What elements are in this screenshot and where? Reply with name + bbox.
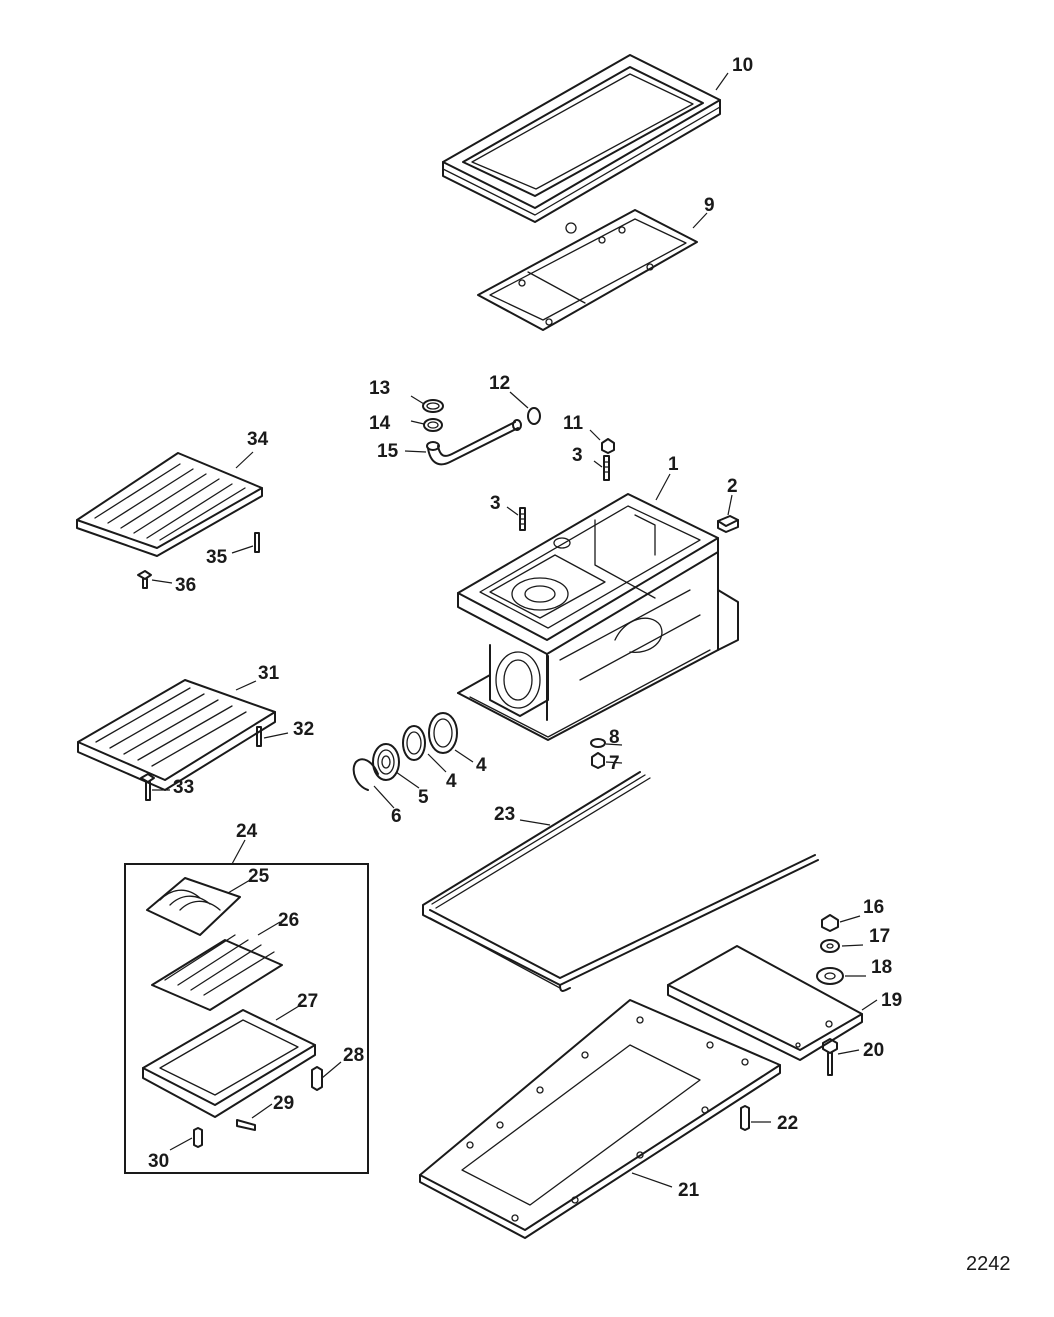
part-20-bolt xyxy=(822,1038,838,1076)
callout-15: 15 xyxy=(377,441,399,462)
part-17-washer xyxy=(820,939,840,953)
part-36-screw xyxy=(137,570,152,589)
part-19-plate xyxy=(667,945,863,1061)
part-35-stud xyxy=(254,532,260,553)
callout-28: 28 xyxy=(343,1045,364,1066)
callout-5: 5 xyxy=(418,787,429,808)
callout-35: 35 xyxy=(206,547,228,568)
part-16-nut xyxy=(821,914,839,932)
callout-25: 25 xyxy=(248,866,270,887)
callout-30: 30 xyxy=(148,1151,169,1172)
kit-box-24 xyxy=(124,863,369,1174)
callout-18: 18 xyxy=(871,957,892,978)
part-27-frame xyxy=(142,1009,316,1118)
callout-31: 31 xyxy=(258,663,280,684)
part-1-housing xyxy=(457,493,739,741)
part-2-fitting xyxy=(717,515,739,533)
part-7-plug xyxy=(591,752,605,769)
callout-3-upper: 3 xyxy=(572,445,583,466)
callout-7: 7 xyxy=(609,753,620,774)
part-25-plate xyxy=(146,877,241,936)
figure-number: 2242 xyxy=(966,1253,1011,1275)
callout-9: 9 xyxy=(704,195,715,216)
callout-16: 16 xyxy=(863,897,884,918)
callout-labels: 10 9 13 14 15 12 11 3 1 2 3 8 7 4 4 5 6 … xyxy=(148,55,902,1201)
part-33-screw xyxy=(140,773,155,801)
callout-8: 8 xyxy=(609,727,620,748)
part-28-screw xyxy=(311,1066,323,1091)
part-10-cover-frame xyxy=(442,54,721,223)
callout-27: 27 xyxy=(297,991,318,1012)
callout-17: 17 xyxy=(869,926,890,947)
part-14-o-ring xyxy=(423,418,443,432)
part-3-stud-left xyxy=(519,507,526,531)
part-9-gasket xyxy=(477,209,698,331)
callout-4-right: 4 xyxy=(476,755,487,776)
callout-36: 36 xyxy=(175,575,196,596)
part-34-exchanger-plate xyxy=(76,452,263,557)
callout-11: 11 xyxy=(563,413,584,434)
part-26-tube-bundle xyxy=(151,934,283,1011)
part-21-base-plate xyxy=(419,999,781,1239)
leader-lines xyxy=(151,72,878,1188)
callout-32: 32 xyxy=(293,719,314,740)
callout-34: 34 xyxy=(247,429,269,450)
callout-14: 14 xyxy=(369,413,391,434)
part-3-stud-upper xyxy=(603,455,610,481)
part-23-seal xyxy=(422,771,819,992)
part-30-screw xyxy=(193,1127,203,1148)
callout-23: 23 xyxy=(494,804,515,825)
part-13-o-ring xyxy=(422,399,444,413)
part-12-o-ring xyxy=(527,407,541,425)
callout-10: 10 xyxy=(732,55,753,76)
part-6-snap-ring xyxy=(352,758,379,791)
callout-3-left: 3 xyxy=(490,493,501,514)
callout-1: 1 xyxy=(668,454,679,475)
callout-22: 22 xyxy=(777,1113,798,1134)
callout-4-left: 4 xyxy=(446,771,457,792)
part-29-screw xyxy=(236,1119,256,1131)
part-22-screw xyxy=(740,1105,750,1131)
part-8-washer xyxy=(590,738,606,748)
callout-20: 20 xyxy=(863,1040,884,1061)
part-32-stud xyxy=(256,726,262,747)
part-11-nut xyxy=(601,438,615,454)
callout-6: 6 xyxy=(391,806,402,827)
callout-19: 19 xyxy=(881,990,902,1011)
callout-29: 29 xyxy=(273,1093,294,1114)
part-4-seal-inner xyxy=(402,725,426,761)
callout-21: 21 xyxy=(678,1180,700,1201)
part-31-exchanger-plate xyxy=(77,679,276,791)
part-15-tube xyxy=(426,419,522,466)
callout-24: 24 xyxy=(236,821,258,842)
part-4-seal-outer xyxy=(428,712,458,754)
callout-13: 13 xyxy=(369,378,390,399)
callout-12: 12 xyxy=(489,373,510,394)
part-5-bearing xyxy=(372,743,400,781)
callout-2: 2 xyxy=(727,476,738,497)
part-18-washer xyxy=(816,967,844,985)
callout-26: 26 xyxy=(278,910,299,931)
callout-33: 33 xyxy=(173,777,194,798)
